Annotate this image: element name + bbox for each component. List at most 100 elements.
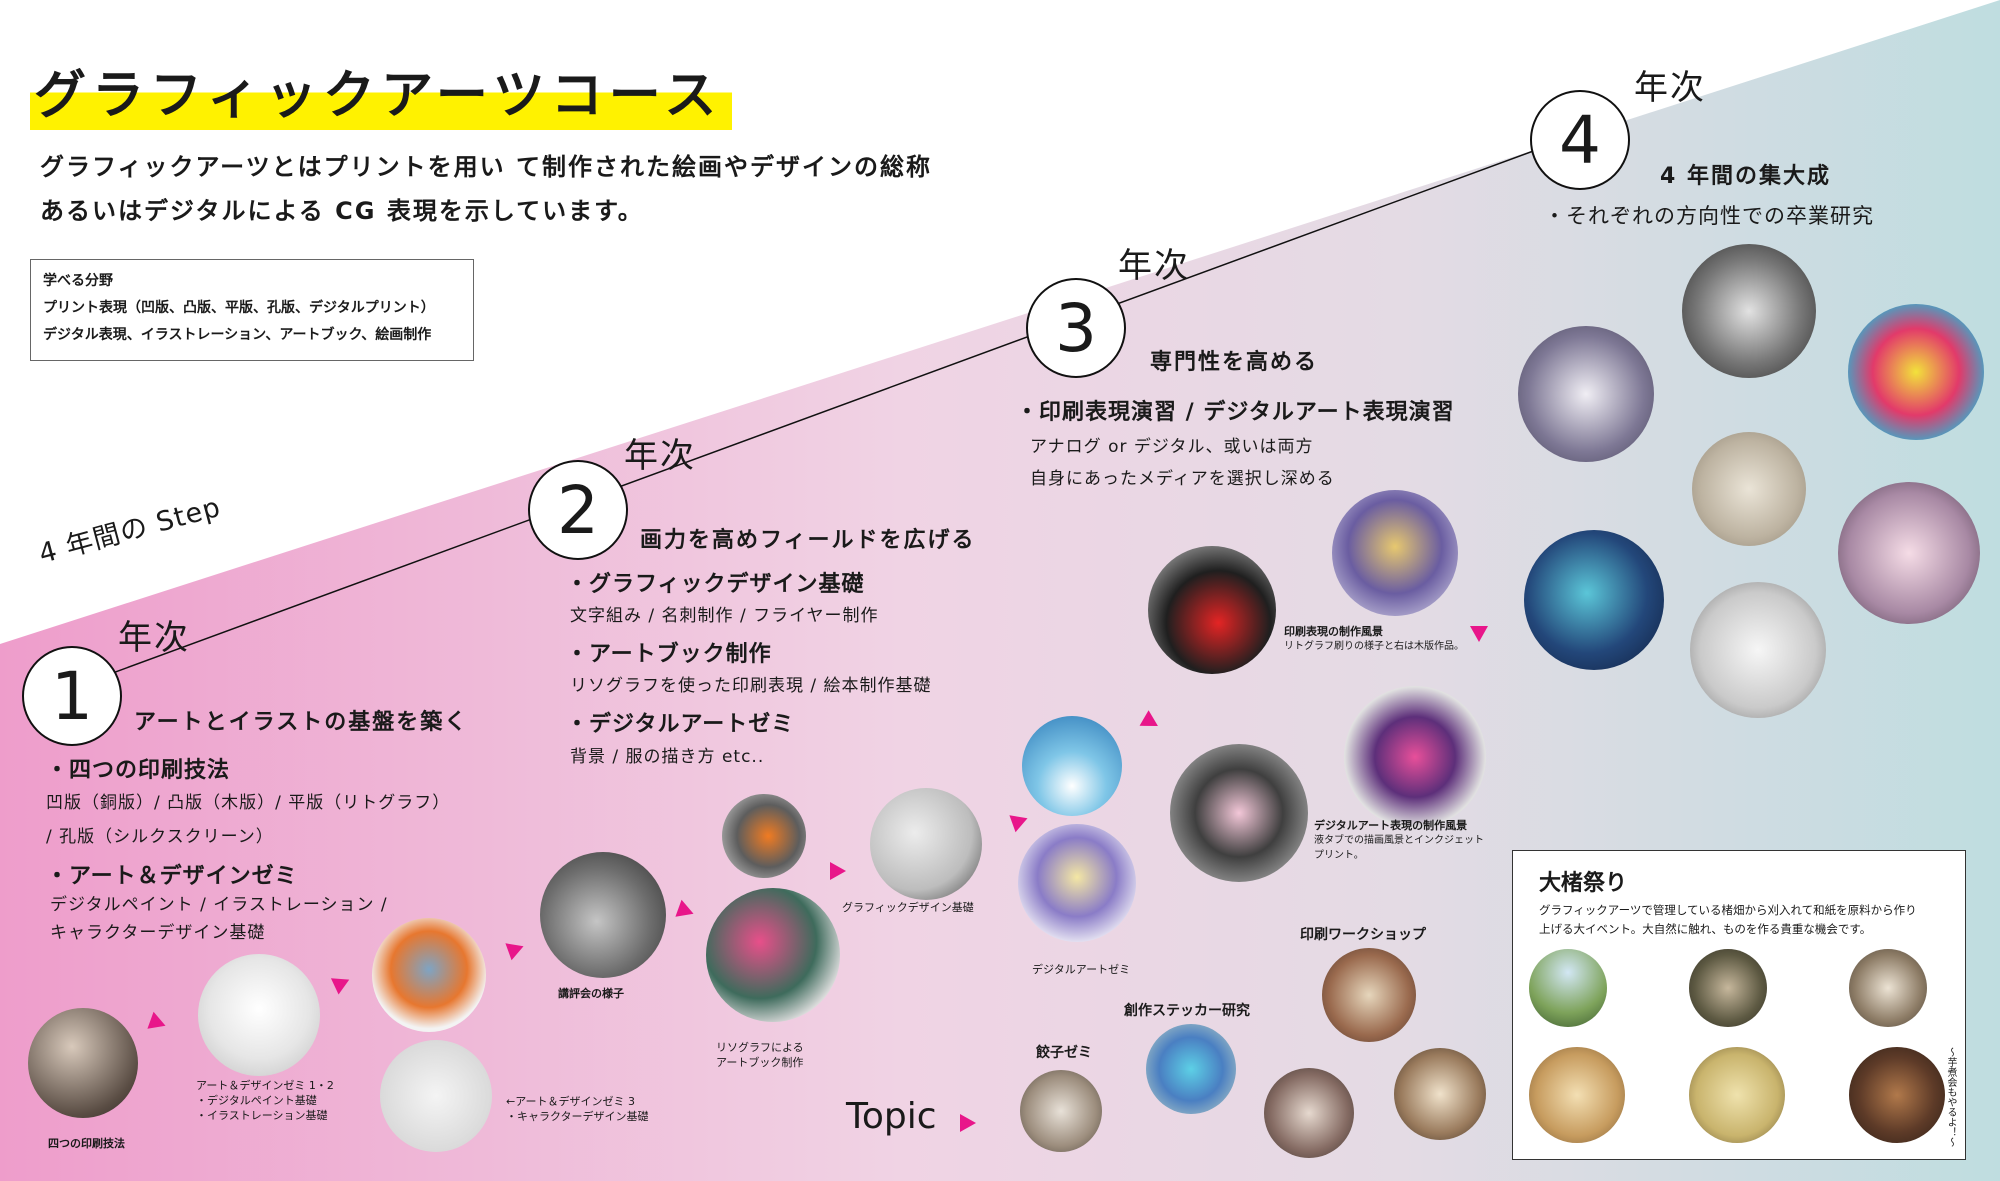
photo-grad-7 [1690, 582, 1826, 718]
caption-digital-scene-line1: 液タブでの描画風景とインクジェット [1314, 835, 1484, 846]
caption-digital-art-seminar: デジタルアートゼミ [1032, 963, 1131, 976]
photo-workshop-1 [1322, 948, 1416, 1042]
topic-label: Topic [846, 1096, 937, 1137]
photo-litho [1148, 546, 1276, 674]
photo-sky-art [1022, 716, 1122, 816]
caption-graphic-design: グラフィックデザイン基礎 [842, 901, 974, 914]
caption-riso-line2: アートブック制作 [716, 1056, 804, 1069]
photo-four-print [28, 1008, 138, 1118]
year-2-heading: 画力を高めフィールドを広げる [640, 528, 976, 553]
festival-title: 大楮祭り [1539, 871, 1628, 896]
year-3-circle: 3 [1026, 278, 1126, 378]
photo-sticker-2 [1264, 1068, 1354, 1158]
photo-grad-1 [1518, 326, 1654, 462]
caption-riso: リソグラフによる アートブック制作 [716, 1040, 804, 1070]
photo-character [372, 918, 486, 1032]
caption-digital-scene-line2: プリント。 [1314, 850, 1364, 861]
photo-sticker [1146, 1024, 1236, 1114]
photo-riso-book [706, 888, 840, 1022]
photo-grad-2 [1682, 244, 1816, 378]
festival-photo-5 [1689, 1047, 1785, 1143]
caption-print-scene: 印刷表現の制作風景 リトグラフ刷りの様子と右は木版作品。 [1284, 624, 1464, 654]
photo-inkjet [1344, 686, 1486, 828]
festival-photo-6 [1849, 1047, 1945, 1143]
arrow-icon [1470, 626, 1488, 642]
caption-ad-seminar-12: アート＆デザインゼミ 1・2 ・デジタルペイント基礎 ・イラストレーション基礎 [196, 1078, 334, 1123]
photo-grad-4 [1692, 432, 1806, 546]
photo-gyoza [1020, 1070, 1102, 1152]
year-1-circle: 1 [22, 646, 122, 746]
year-1-detail-1: 凹版（銅版）/ 凸版（木版）/ 平版（リトグラフ） [46, 793, 451, 813]
year-4-circle: 4 [1530, 90, 1630, 190]
photo-riso-machine [722, 794, 806, 878]
topic-workshop-label: 印刷ワークショップ [1300, 927, 1426, 943]
photo-woodcut [1332, 490, 1458, 616]
page-title: グラフィックアーツコース [30, 62, 733, 130]
caption-digital-scene-title: デジタルアート表現の制作風景 [1314, 819, 1468, 832]
photo-grad-6 [1524, 530, 1664, 670]
arrow-icon [830, 862, 846, 880]
year-2-circle: 2 [528, 460, 628, 560]
photo-grad-3 [1848, 304, 1984, 440]
year-3-detail-2: 自身にあったメディアを選択し深める [1030, 469, 1335, 489]
fields-heading: 学べる分野 [43, 273, 113, 289]
fields-line-2: デジタル表現、イラストレーション、アートブック、絵画制作 [43, 327, 432, 343]
year-2-sub-1: ・グラフィックデザイン基礎 [566, 572, 865, 597]
festival-photo-1 [1529, 949, 1607, 1027]
year-2-sub-2: ・アートブック制作 [566, 642, 772, 667]
year-1-sub-1: ・四つの印刷技法 [46, 758, 231, 783]
year-4-heading: 4 年間の集大成 [1660, 164, 1831, 189]
year-2-detail-1: 文字組み / 名刺制作 / フライヤー制作 [570, 606, 879, 626]
year-1-sub-2: ・アート＆デザインゼミ [46, 864, 298, 889]
caption-four-print: 四つの印刷技法 [48, 1137, 125, 1150]
caption-ad-seminar-3: ←アート＆デザインゼミ 3 ・キャラクターデザイン基礎 [506, 1094, 649, 1124]
caption-ad12-line2: ・イラストレーション基礎 [196, 1109, 328, 1122]
year-4-sub-1: ・それぞれの方向性での卒業研究 [1544, 204, 1874, 228]
festival-desc: グラフィックアーツで管理している楮畑から刈入れて和紙を原料から作り 上げる大イベ… [1539, 901, 1917, 939]
caption-critique: 講評会の様子 [558, 987, 624, 1000]
intro-line-1: グラフィックアーツとはプリントを用い て制作された絵画やデザインの総称 [40, 153, 932, 181]
year-1-suffix: 年次 [118, 618, 190, 658]
year-2-detail-3: 背景 / 服の描き方 etc.. [570, 747, 765, 767]
year-1-detail-3: デジタルペイント / イラストレーション / [50, 895, 388, 915]
festival-desc-line1: グラフィックアーツで管理している楮畑から刈入れて和紙を原料から作り [1539, 903, 1917, 917]
year-1-heading: アートとイラストの基盤を築く [134, 710, 469, 735]
caption-ad3-line1: ・キャラクターデザイン基礎 [506, 1110, 649, 1123]
caption-ad12-title: アート＆デザインゼミ 1・2 [196, 1079, 334, 1092]
arrow-icon [960, 1114, 976, 1132]
photo-ad-seminar-12 [198, 954, 320, 1076]
year-2-suffix: 年次 [624, 436, 696, 476]
photo-graphic-design [870, 788, 982, 900]
intro-text: グラフィックアーツとはプリントを用い て制作された絵画やデザインの総称 あるいは… [40, 145, 932, 233]
fields-line-1: プリント表現（凹版、凸版、平版、孔版、デジタルプリント） [43, 300, 435, 316]
fields-box: 学べる分野 プリント表現（凹版、凸版、平版、孔版、デジタルプリント） デジタル表… [30, 259, 474, 361]
festival-photo-3 [1849, 949, 1927, 1027]
photo-digital-art [1018, 824, 1136, 942]
festival-vertical-note: 〜芋煮会もやるよ！〜 [1945, 1047, 1956, 1147]
year-4-suffix: 年次 [1634, 68, 1706, 108]
year-1-detail-4: キャラクターデザイン基礎 [50, 923, 266, 943]
caption-ad12-line1: ・デジタルペイント基礎 [196, 1094, 317, 1107]
year-1-detail-2: / 孔版（シルクスクリーン） [46, 827, 274, 847]
caption-ad3-title: ←アート＆デザインゼミ 3 [506, 1095, 636, 1108]
year-3-heading: 専門性を高める [1150, 350, 1319, 375]
year-3-detail-1: アナログ or デジタル、或いは両方 [1030, 437, 1314, 457]
photo-workshop-2 [1394, 1048, 1486, 1140]
year-2-sub-3: ・デジタルアートゼミ [566, 712, 795, 737]
festival-photo-4 [1529, 1047, 1625, 1143]
caption-digital-scene: デジタルアート表現の制作風景 液タブでの描画風景とインクジェット プリント。 [1314, 818, 1484, 863]
photo-tablet [1170, 744, 1308, 882]
photo-grad-5 [1838, 482, 1980, 624]
year-2-detail-2: リソグラフを使った印刷表現 / 絵本制作基礎 [570, 676, 932, 696]
festival-box: 大楮祭り グラフィックアーツで管理している楮畑から刈入れて和紙を原料から作り 上… [1512, 850, 1966, 1160]
topic-sticker-label: 創作ステッカー研究 [1124, 1003, 1250, 1019]
year-3-sub-1: ・印刷表現演習 / デジタルアート表現演習 [1016, 400, 1455, 425]
intro-line-2: あるいはデジタルによる CG 表現を示しています。 [40, 197, 644, 225]
caption-riso-line1: リソグラフによる [716, 1041, 804, 1054]
festival-desc-line2: 上げる大イベント。大自然に触れ、ものを作る貴重な機会です。 [1539, 922, 1872, 936]
festival-photo-2 [1689, 949, 1767, 1027]
caption-print-scene-title: 印刷表現の制作風景 [1284, 625, 1383, 638]
photo-sketch [380, 1040, 492, 1152]
